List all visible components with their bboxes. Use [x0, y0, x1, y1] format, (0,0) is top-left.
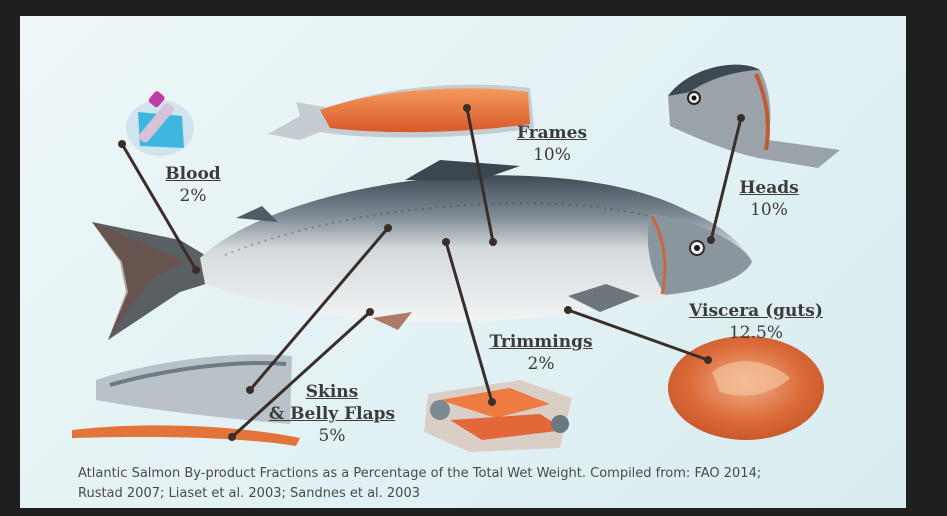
blood-name: Blood — [158, 163, 228, 185]
heads-name: Heads — [726, 177, 812, 199]
viscera-name: Viscera (guts) — [680, 300, 832, 322]
skins-name-line2: & Belly Flaps — [262, 403, 402, 425]
trimmings-image — [424, 380, 572, 452]
trimmings-name: Trimmings — [478, 331, 604, 353]
trimmings-percent: 2% — [478, 353, 604, 375]
blood-label: Blood 2% — [158, 163, 228, 207]
caption-line-1: Atlantic Salmon By-product Fractions as … — [78, 464, 858, 484]
skins-percent: 5% — [262, 425, 402, 447]
caption-line-2: Rustad 2007; Liaset et al. 2003; Sandnes… — [78, 484, 858, 504]
blood-image — [126, 90, 194, 156]
skins-label: Skins & Belly Flaps 5% — [262, 381, 402, 447]
blood-percent: 2% — [158, 185, 228, 207]
source-caption: Atlantic Salmon By-product Fractions as … — [78, 464, 858, 504]
heads-percent: 10% — [726, 199, 812, 221]
trimmings-label: Trimmings 2% — [478, 331, 604, 375]
viscera-image — [668, 336, 824, 440]
frames-name: Frames — [506, 122, 598, 144]
viscera-label: Viscera (guts) 12.5% — [680, 300, 832, 344]
viscera-percent: 12.5% — [680, 322, 832, 344]
frames-percent: 10% — [506, 144, 598, 166]
head-image — [668, 65, 840, 168]
skins-name-line1: Skins — [262, 381, 402, 403]
frames-image — [268, 85, 534, 140]
frames-label: Frames 10% — [506, 122, 598, 166]
heads-label: Heads 10% — [726, 177, 812, 221]
